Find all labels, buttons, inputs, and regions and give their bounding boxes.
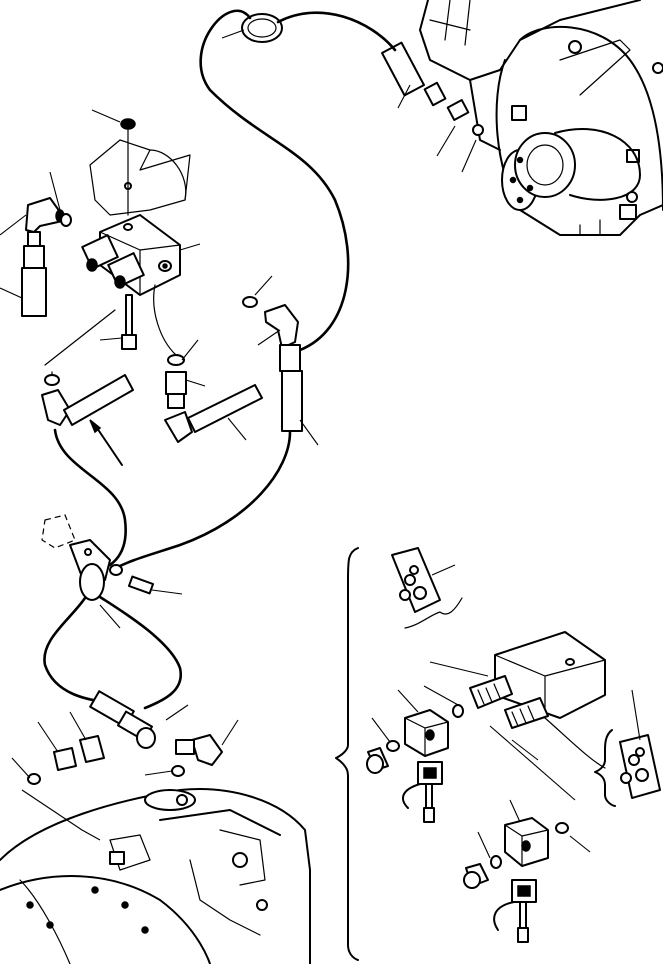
solenoid-coil-lower bbox=[463, 799, 591, 943]
transmission-housing-upper bbox=[419, 0, 663, 236]
detail-bracket bbox=[335, 547, 359, 961]
valve-nut bbox=[91, 109, 136, 216]
right-return-hose bbox=[110, 430, 292, 572]
block-bolt bbox=[99, 294, 137, 350]
lower-fittings bbox=[11, 690, 239, 785]
housing-inlet-fitting bbox=[381, 41, 484, 173]
solenoid-coil-upper bbox=[366, 689, 449, 823]
center-hose bbox=[164, 384, 263, 443]
center-adapter bbox=[153, 284, 206, 409]
transmission-housing-lower bbox=[0, 788, 311, 964]
connector-plug-top bbox=[391, 547, 463, 629]
hose-clamp-ring bbox=[221, 13, 283, 43]
mounting-bracket bbox=[89, 139, 191, 216]
lower-hose-loop bbox=[43, 595, 183, 710]
elbow-fitting-left bbox=[0, 171, 72, 317]
detail-bracket-right bbox=[594, 689, 661, 807]
elbow-fitting-right bbox=[242, 275, 319, 446]
solenoid-valve-block bbox=[81, 214, 201, 296]
clamp-bracket bbox=[41, 514, 183, 629]
upper-hose-return bbox=[199, 9, 350, 352]
upper-hose bbox=[276, 11, 397, 52]
left-hose-elbow bbox=[41, 309, 134, 466]
detail-valve-block bbox=[423, 631, 606, 801]
